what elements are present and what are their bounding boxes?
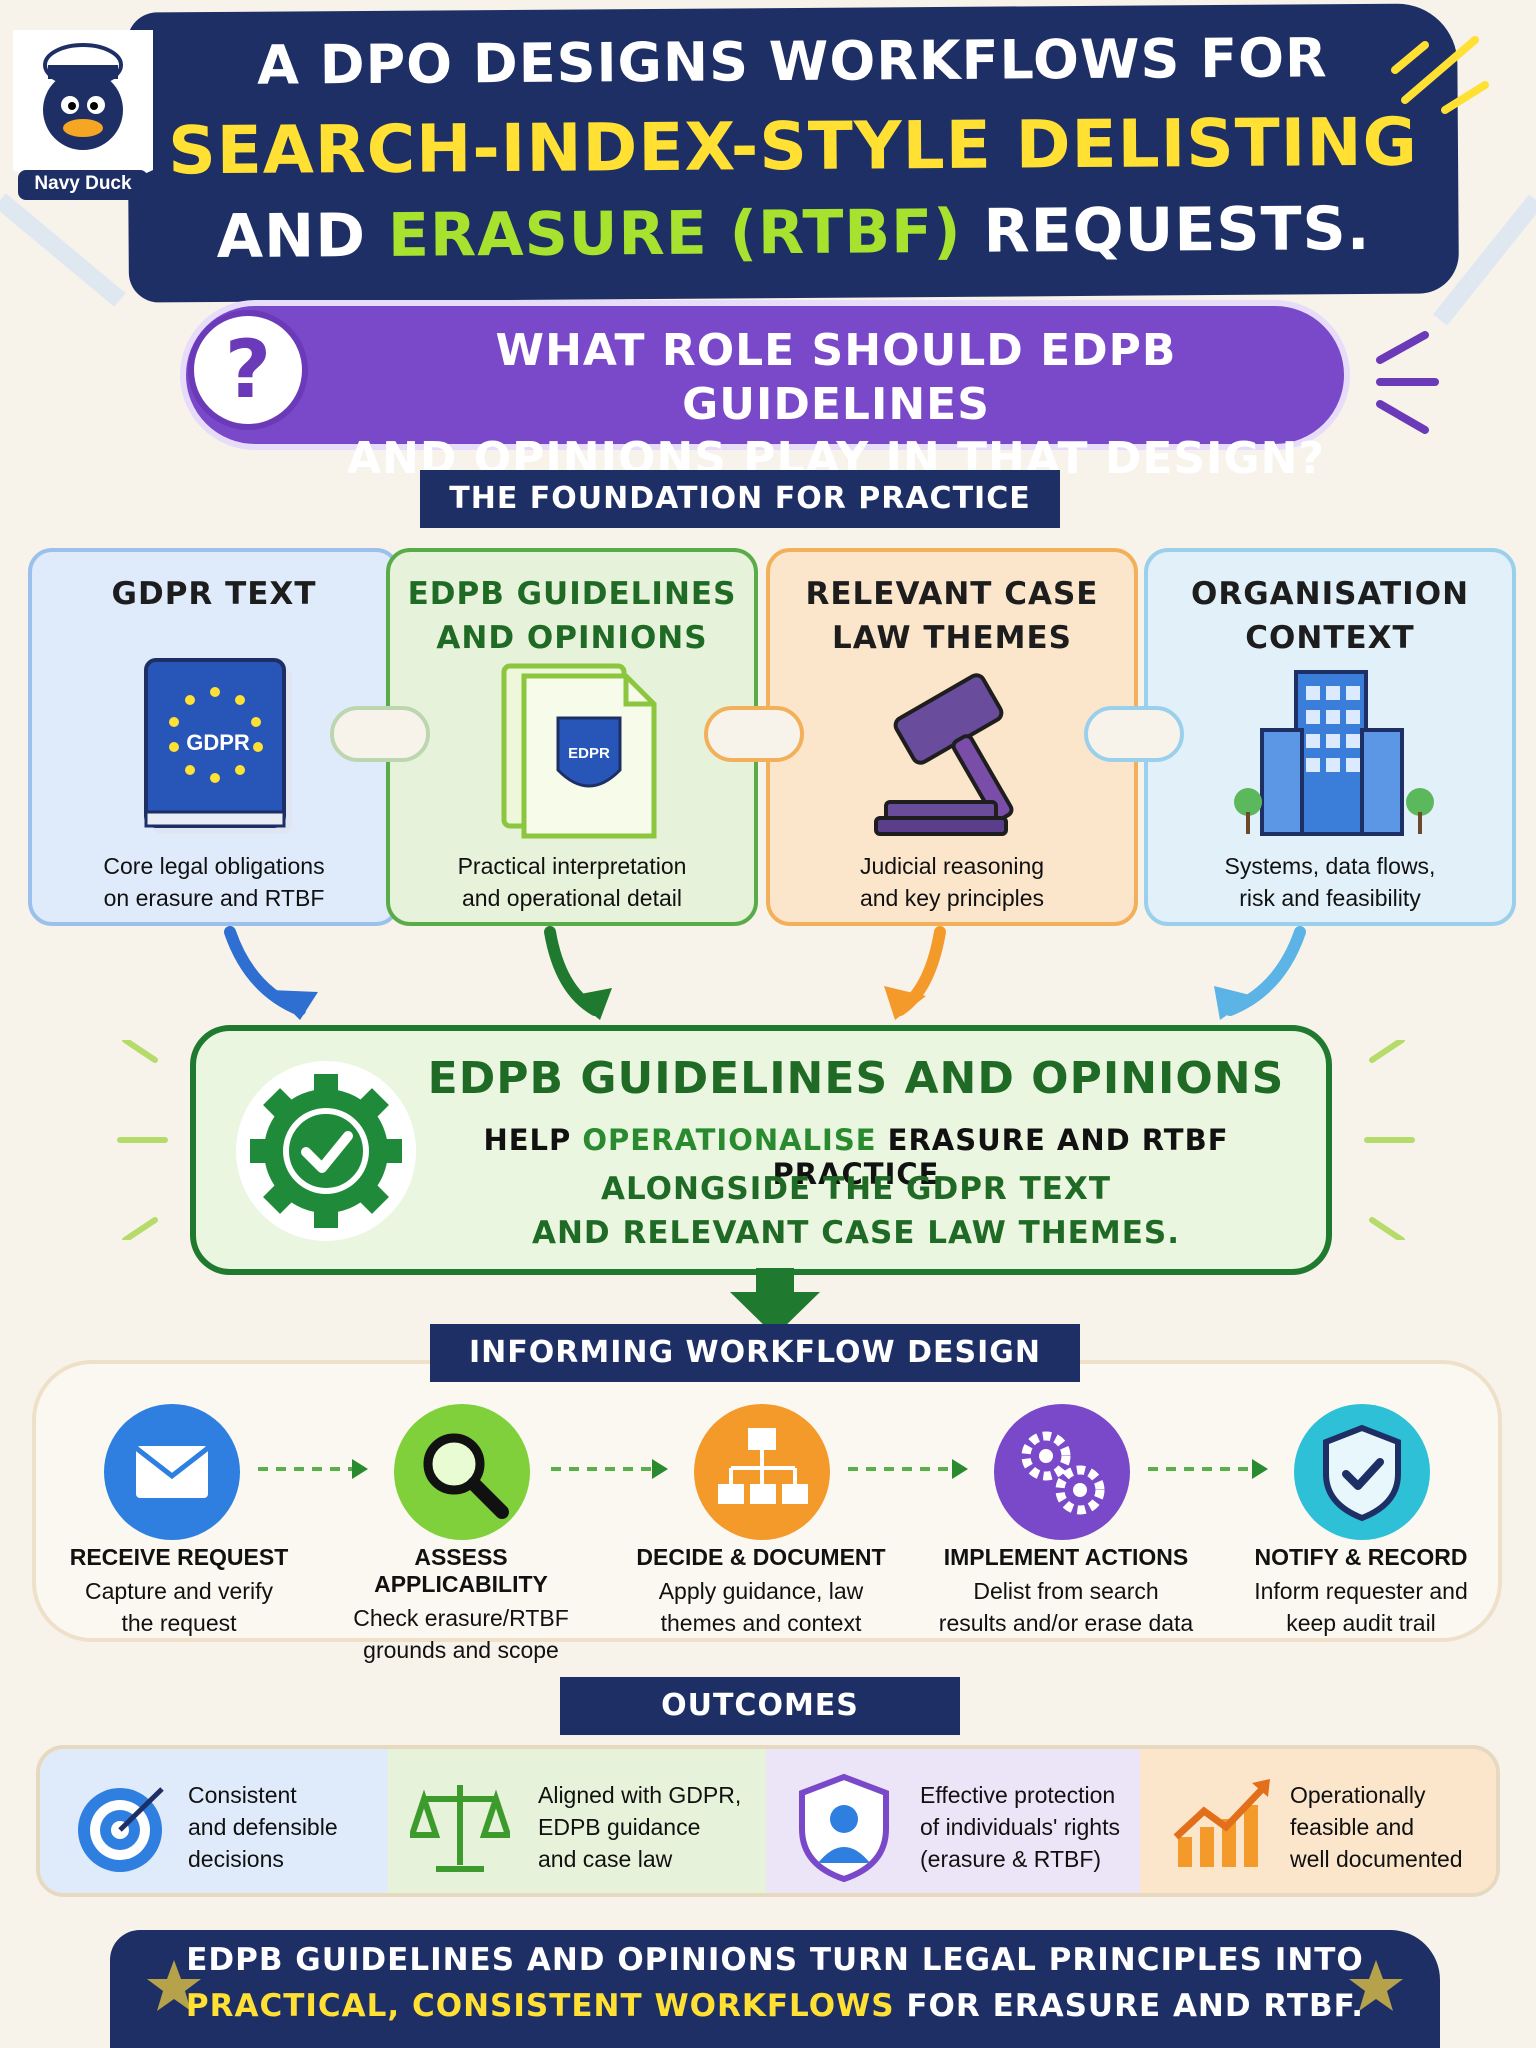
step-description: Apply guidance, law themes and context: [658, 1578, 864, 1636]
step-description: Delist from search results and/or erase …: [938, 1578, 1194, 1636]
target-icon: [78, 1787, 164, 1872]
center-line2-c: ERASURE AND RTBF PRACTICE: [772, 1123, 1229, 1191]
card-title: GDPR TEXT: [111, 576, 317, 612]
header-line3-b: erasure (RTBF): [387, 196, 962, 271]
step-title: RECEIVE REQUEST: [69, 1544, 289, 1570]
footer-line2-a: PRACTICAL, CONSISTENT WORKFLOWS: [185, 1988, 895, 2024]
foundation-banner: The foundation for practice: [420, 470, 1060, 528]
header-line3: and erasure (RTBF) requests.: [128, 193, 1458, 272]
logo-label: Navy Duck: [34, 173, 132, 194]
outcome-text: Effective protection of individuals' rig…: [920, 1782, 1120, 1872]
card-connector: [704, 706, 804, 762]
magnifier-icon: [394, 1404, 530, 1540]
growth-chart-icon: [1173, 1779, 1270, 1867]
workflow-step-decide: DECIDE & DOCUMENT Apply guidance, law th…: [636, 1544, 886, 1639]
card-edpb-guidelines: EDPB GUIDELINES AND OPINIONS EDPR Practi…: [386, 548, 758, 926]
card-connector: [1084, 706, 1184, 762]
arrows-to-center: [224, 926, 1306, 1020]
gdpr-book-icon: [144, 658, 292, 834]
down-arrow-icon: [730, 1268, 820, 1336]
outcomes-panel: Consistent and defensible decisions Alig…: [36, 1745, 1500, 1897]
workflow-panel: RECEIVE REQUEST Capture and verify the r…: [32, 1360, 1502, 1663]
card-connector: [330, 706, 430, 762]
center-line2: HELP OPERATIONALISE ERASURE AND RTBF PRA…: [406, 1123, 1306, 1191]
center-statement-box: EDPB GUIDELINES AND OPINIONS HELP OPERAT…: [190, 1025, 1332, 1275]
header-line3-a: and: [216, 200, 389, 273]
header-line1: A DPO designs workflows for: [256, 26, 1328, 97]
workflow-step-receive: RECEIVE REQUEST Capture and verify the r…: [54, 1544, 304, 1639]
step-title: ASSESS APPLICABILITY: [374, 1544, 548, 1597]
star-icon: [1349, 1960, 1403, 2011]
footer-line1: EDPB GUIDELINES AND OPINIONS TURN LEGAL …: [186, 1942, 1364, 1978]
card-description: Systems, data flows, risk and feasibilit…: [1224, 853, 1436, 911]
question-text: What role should EDPB guidelines and opi…: [336, 324, 1336, 486]
center-line2-a: HELP: [483, 1123, 583, 1157]
outcome-protection: Effective protection of individuals' rig…: [766, 1749, 1140, 1893]
gears-icon: [994, 1404, 1130, 1540]
workflow-step-notify: NOTIFY & RECORD Inform requester and kee…: [1236, 1544, 1486, 1639]
center-line4: AND RELEVANT CASE LAW THEMES.: [532, 1215, 1180, 1251]
gear-check-icon: [236, 1061, 416, 1241]
card-title: EDPB GUIDELINES AND OPINIONS: [407, 576, 737, 656]
center-line3: ALONGSIDE THE GDPR TEXT: [601, 1171, 1111, 1207]
workflow-step-assess: ASSESS APPLICABILITY Check erasure/RTBF …: [336, 1544, 586, 1666]
outcome-consistent: Consistent and defensible decisions: [40, 1749, 388, 1893]
workflow-connectors: [258, 1459, 1268, 1479]
outcome-feasible: Operationally feasible and well document…: [1140, 1749, 1496, 1893]
header-banner: A DPO designs workflows for Search-index…: [127, 3, 1459, 303]
outcome-text: Operationally feasible and well document…: [1290, 1782, 1463, 1872]
outcome-text: Consistent and defensible decisions: [188, 1782, 338, 1872]
sparkle-icon: [1391, 36, 1489, 114]
outcome-aligned: Aligned with GDPR, EDPB guidance and cas…: [388, 1749, 766, 1893]
emphasis-lines-right-icon: [1364, 1040, 1415, 1240]
duck-icon: [13, 30, 153, 200]
step-description: Check erasure/RTBF grounds and scope: [353, 1605, 569, 1663]
outcomes-banner: OUTCOMES: [560, 1677, 960, 1735]
step-title: IMPLEMENT ACTIONS: [943, 1544, 1189, 1570]
center-title: EDPB GUIDELINES AND OPINIONS: [427, 1053, 1285, 1104]
step-title: DECIDE & DOCUMENT: [636, 1544, 886, 1570]
footer-banner: EDPB GUIDELINES AND OPINIONS TURN LEGAL …: [110, 1930, 1440, 2048]
card-title: ORGANISATION CONTEXT: [1190, 576, 1470, 656]
card-case-law: RELEVANT CASE LAW THEMES Judicial reason…: [766, 548, 1138, 926]
step-title: NOTIFY & RECORD: [1254, 1544, 1468, 1570]
footer-line2: PRACTICAL, CONSISTENT WORKFLOWS FOR ERAS…: [110, 1988, 1440, 2024]
step-description: Capture and verify the request: [85, 1578, 273, 1636]
question-line1: What role should EDPB guidelines: [495, 325, 1177, 430]
card-description: Practical interpretation and operational…: [457, 853, 687, 911]
center-line2-b: OPERATIONALISE: [582, 1123, 877, 1157]
card-organisation-context: ORGANISATION CONTEXT Systems, data flows…: [1144, 548, 1516, 926]
edpb-doc-label: EDPR: [568, 745, 610, 762]
flowchart-icon: [694, 1404, 830, 1540]
edpb-document-icon: [501, 663, 657, 839]
gdpr-book-label: GDPR: [186, 730, 250, 755]
navy-duck-logo: Navy Duck: [8, 10, 158, 200]
footer-line2-b: FOR ERASURE AND RTBF.: [894, 1988, 1365, 2024]
card-title: RELEVANT CASE LAW THEMES: [805, 576, 1099, 656]
building-icon: [1234, 670, 1434, 836]
card-gdpr-text: GDPR TEXT GDPR Core legal obligations on…: [28, 548, 400, 926]
header-line3-c: requests.: [961, 193, 1371, 267]
card-description: Core legal obligations on erasure and RT…: [103, 853, 325, 911]
outcome-text: Aligned with GDPR, EDPB guidance and cas…: [538, 1782, 742, 1872]
step-description: Inform requester and keep audit trail: [1254, 1578, 1468, 1636]
question-bar: What role should EDPB guidelines and opi…: [180, 300, 1350, 484]
workflow-banner: INFORMING WORKFLOW DESIGN: [430, 1324, 1080, 1382]
scales-icon: [410, 1785, 510, 1872]
envelope-icon: [104, 1404, 240, 1540]
person-shield-icon: [799, 1773, 889, 1883]
shield-check-icon: [1294, 1404, 1430, 1540]
header-line2: Search-index-style delisting: [167, 103, 1419, 190]
emphasis-lines-icon: [1376, 331, 1439, 434]
question-mark-icon: ?: [188, 310, 308, 430]
card-description: Judicial reasoning and key principles: [859, 853, 1045, 911]
star-icon: [147, 1960, 201, 2011]
gavel-icon: [874, 673, 1014, 836]
workflow-step-implement: IMPLEMENT ACTIONS Delist from search res…: [936, 1544, 1196, 1639]
emphasis-lines-left-icon: [117, 1040, 168, 1240]
